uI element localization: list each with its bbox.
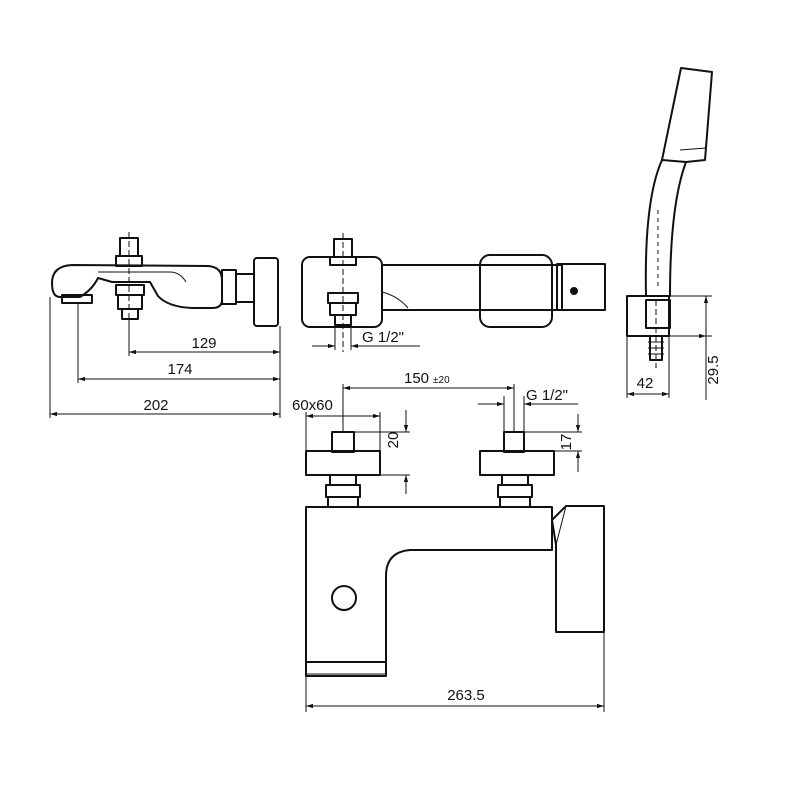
dim-g-half-side: G 1/2" — [362, 329, 404, 346]
dim-20: 20 — [385, 432, 402, 449]
dim-g-half-front: G 1/2" — [526, 387, 568, 404]
front-lever — [551, 505, 605, 633]
dim-42: 42 — [637, 375, 654, 392]
dim-129: 129 — [191, 335, 216, 352]
shower-handle — [644, 159, 687, 297]
front-outlet — [331, 585, 357, 611]
front-dimensions: 150±20 60x60 20 G 1/2" 17 263.5 — [292, 370, 605, 712]
front-view — [305, 384, 605, 677]
end-dimensions: G 1/2" — [312, 325, 420, 350]
dim-17: 17 — [558, 434, 575, 451]
dim-174: 174 — [167, 361, 192, 378]
front-left-flange — [305, 450, 381, 476]
front-right-flange — [479, 450, 555, 476]
dim-202: 202 — [143, 397, 168, 414]
side-view — [51, 232, 279, 350]
dim-60x60: 60x60 — [292, 397, 333, 414]
shower-holder — [626, 295, 670, 337]
end-lever — [556, 263, 606, 311]
end-handle-block — [479, 254, 553, 328]
side-spout-body — [51, 264, 223, 309]
shower-head — [661, 67, 713, 163]
dim-263-5: 263.5 — [447, 687, 485, 704]
side-dimensions: 129 174 202 — [49, 297, 281, 418]
dim-150: 150±20 — [404, 370, 450, 387]
front-main-body — [305, 506, 553, 663]
end-indicator-dot — [570, 287, 578, 295]
end-view — [301, 233, 606, 352]
side-wall-flange — [253, 257, 279, 327]
hand-shower — [626, 67, 713, 368]
shower-dimensions: 29.5 42 — [626, 295, 722, 400]
dim-29-5: 29.5 — [705, 355, 722, 384]
